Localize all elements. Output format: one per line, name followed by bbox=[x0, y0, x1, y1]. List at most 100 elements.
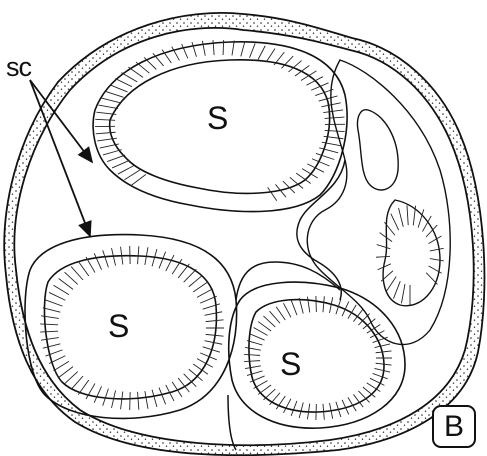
epithelium-stripe bbox=[291, 401, 297, 416]
epithelium-stripe bbox=[263, 316, 275, 327]
epithelium-stripe bbox=[166, 255, 174, 271]
epithelium-stripe bbox=[132, 174, 146, 185]
epithelium-stripe bbox=[121, 73, 137, 82]
epithelium-stripe bbox=[46, 300, 63, 306]
epithelium-stripe bbox=[136, 62, 149, 73]
epithelium-stripe bbox=[95, 119, 115, 120]
epithelium-stripe bbox=[306, 77, 322, 86]
epithelium-stripe bbox=[263, 389, 275, 400]
epithelium-stripe bbox=[401, 284, 405, 303]
epithelium-stripe bbox=[53, 361, 68, 370]
epithelium-stripe bbox=[103, 250, 109, 267]
epithelium-stripe bbox=[94, 253, 101, 269]
lower-left-sac-label: S bbox=[108, 308, 129, 345]
epithelium-stripe bbox=[283, 303, 290, 317]
epithelium-stripe bbox=[241, 42, 245, 57]
epithelium-stripe bbox=[244, 354, 260, 355]
epithelium-stripe bbox=[128, 67, 143, 77]
epithelium-stripe bbox=[43, 308, 60, 312]
epithelium-stripe bbox=[115, 79, 132, 87]
epithelium-stripe bbox=[105, 91, 123, 97]
epithelium-stripe bbox=[59, 367, 73, 378]
upper-sac-label: S bbox=[207, 100, 228, 137]
epithelium-stripe bbox=[200, 296, 217, 303]
epithelium-stripe bbox=[71, 376, 83, 389]
epithelium-stripe bbox=[206, 320, 224, 322]
epithelium-stripe bbox=[40, 331, 58, 332]
outer-wall-stipple bbox=[4, 13, 484, 455]
epithelium-stripe bbox=[266, 49, 275, 62]
epithelium-stripe bbox=[430, 248, 444, 251]
epithelium-stripe bbox=[71, 267, 83, 280]
epithelium-stripe bbox=[202, 41, 205, 56]
epithelium-stripe bbox=[268, 187, 277, 200]
epithelium-stripe bbox=[193, 282, 208, 292]
epithelium-stripe bbox=[96, 132, 116, 134]
epithelium-stripe bbox=[144, 57, 156, 69]
epithelium-stripe bbox=[374, 344, 390, 348]
epithelium-stripe bbox=[258, 322, 271, 331]
epithelium-stripe bbox=[53, 285, 68, 294]
epithelium-stripe bbox=[152, 390, 157, 407]
panel-letter: B bbox=[444, 410, 464, 444]
epithelium-stripe bbox=[323, 296, 324, 312]
epithelium-stripe bbox=[118, 165, 134, 174]
epithelium-stripe bbox=[245, 347, 261, 350]
epithelium-stripe bbox=[430, 259, 444, 261]
epithelium-stripe bbox=[244, 361, 260, 362]
epithelium-stripe bbox=[192, 42, 196, 57]
epithelium-stripe bbox=[203, 304, 220, 309]
epithelium-stripe bbox=[316, 153, 334, 159]
epithelium-stripe bbox=[307, 297, 309, 313]
epithelium-stripe bbox=[407, 205, 408, 225]
sc-label: sc bbox=[6, 52, 31, 83]
epithelium-stripe bbox=[391, 214, 399, 231]
epithelium-stripe bbox=[319, 148, 338, 153]
lower-right-sac-label: S bbox=[280, 346, 301, 383]
epithelium-stripe bbox=[250, 43, 256, 57]
epithelium-stripe bbox=[376, 351, 392, 353]
epithelium-stripe bbox=[311, 83, 328, 90]
epithelium-stripe bbox=[112, 160, 129, 168]
epithelium-stripe bbox=[107, 155, 125, 161]
epithelium-stripe bbox=[159, 252, 166, 269]
epithelium-stripe bbox=[184, 269, 197, 282]
epithelium-stripe bbox=[393, 281, 400, 298]
epithelium-stripe bbox=[121, 392, 123, 410]
epithelium-stripe bbox=[94, 386, 101, 402]
epithelium-stripe bbox=[178, 264, 189, 278]
epithelium-stripe bbox=[373, 373, 388, 378]
epithelium-stripe bbox=[197, 289, 213, 298]
epithelium-stripe bbox=[101, 98, 120, 103]
epithelium-stripe bbox=[283, 399, 290, 413]
epithelium-stripe bbox=[205, 312, 223, 316]
epithelium-stripe bbox=[376, 256, 390, 257]
epithelium-stripe bbox=[325, 117, 345, 118]
lower-right-sac-epithelium bbox=[244, 296, 392, 420]
epithelium-stripe bbox=[59, 278, 73, 289]
epithelium-stripe bbox=[98, 105, 117, 109]
epithelium-stripe bbox=[78, 380, 89, 395]
epithelium-stripe bbox=[138, 392, 139, 410]
epithelium-stripe bbox=[232, 41, 234, 56]
epithelium-stripe bbox=[312, 159, 330, 166]
epithelium-stripe bbox=[276, 307, 285, 320]
epithelium-stripe bbox=[49, 292, 65, 300]
epithelium-stripe bbox=[124, 170, 139, 180]
epithelium-stripe bbox=[307, 164, 324, 172]
epithelium-stripe bbox=[43, 344, 60, 348]
epithelium-stripe bbox=[374, 368, 390, 372]
epithelium-stripe bbox=[270, 311, 280, 323]
epithelium-stripe bbox=[258, 385, 271, 394]
epithelium-stripe bbox=[291, 300, 297, 315]
epithelium-stripe bbox=[377, 245, 391, 249]
epithelium-stripe bbox=[41, 338, 59, 341]
epithelium-stripe bbox=[65, 372, 78, 384]
panel-letter-box: B bbox=[432, 405, 476, 448]
epithelium-stripe bbox=[189, 275, 203, 287]
epithelium-stripe bbox=[429, 236, 442, 244]
epithelium-stripe bbox=[110, 85, 128, 92]
epithelium-stripe bbox=[247, 371, 262, 376]
epithelium-stripe bbox=[302, 169, 318, 178]
